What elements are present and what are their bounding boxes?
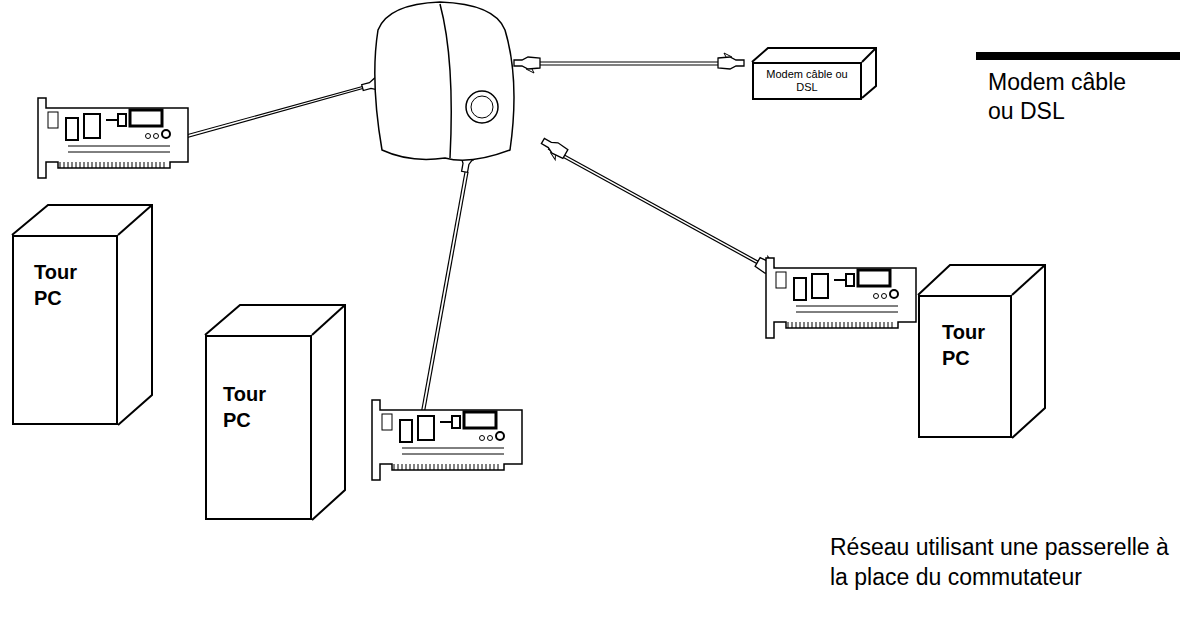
pc-tower: Tour PC — [205, 335, 312, 520]
modem-box: Modem câble ou DSL — [752, 62, 862, 100]
title-bar — [976, 52, 1180, 60]
node-text: Tour PC — [34, 259, 84, 311]
gateway-device — [375, 2, 514, 160]
node-text: Modem câble ou DSL — [758, 68, 856, 94]
node-text: Tour PC — [223, 381, 273, 433]
side-label: Modem câble ou DSL — [988, 68, 1138, 126]
pc-tower: Tour PC — [12, 235, 118, 425]
box-faces — [12, 48, 1045, 520]
node-text: Tour PC — [942, 319, 992, 371]
caption: Réseau utilisant une passerelle à la pla… — [830, 532, 1180, 592]
pc-tower: Tour PC — [918, 295, 1012, 438]
